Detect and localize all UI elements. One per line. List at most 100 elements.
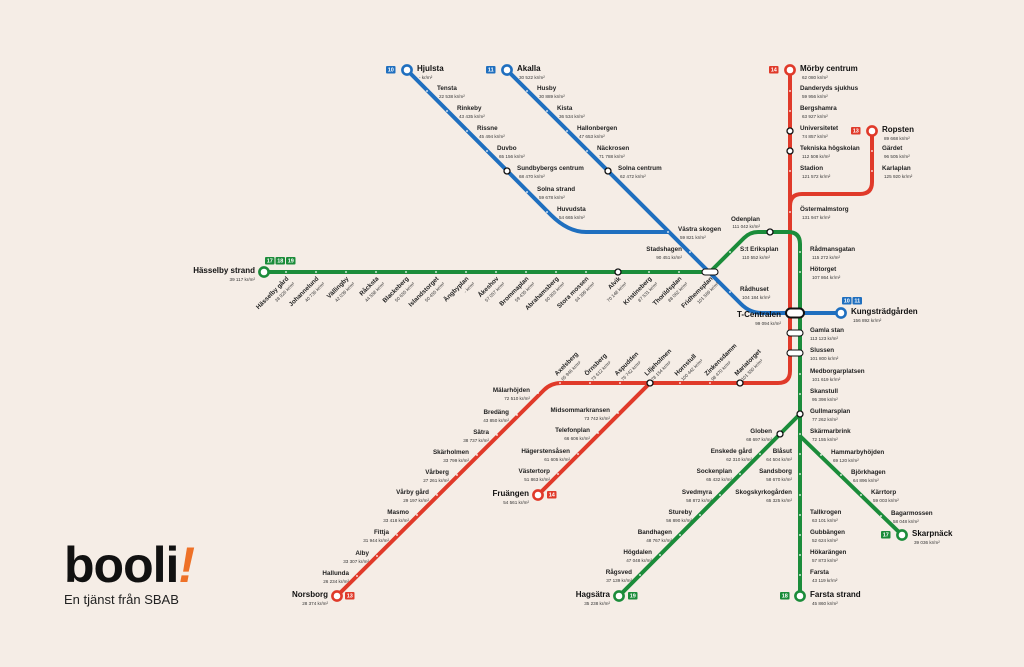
line-badge-number: 18 (782, 594, 788, 600)
station-price: 89 668 kr/m² (884, 136, 910, 141)
station-price: 59 956 kr/m² (802, 94, 828, 99)
station[interactable]: Akalla 30 522 kr/m² (501, 64, 545, 80)
station-name: Akalla (517, 64, 541, 73)
line-badge-number: 13 (347, 594, 353, 600)
station-tick (699, 514, 701, 516)
station-tick (285, 271, 287, 273)
terminus-marker (501, 64, 513, 76)
station-price: 65 325 kr/m² (766, 498, 792, 503)
station-name: Alby (355, 550, 369, 557)
station-price: 62 080 kr/m² (802, 75, 828, 80)
station-price: 64 504 kr/m² (766, 457, 792, 462)
station-tick (546, 211, 548, 213)
interchange-marker (786, 147, 794, 155)
station-price: 30 522 kr/m² (519, 75, 545, 80)
station-tick (516, 414, 518, 416)
station-name: Gubbängen (810, 529, 845, 536)
line-badge-number: 17 (883, 533, 889, 539)
line-badge-11: 11 (486, 66, 496, 74)
station-name: Medborgarplatsen (810, 368, 865, 375)
station-tick (729, 251, 731, 253)
station-tick (648, 271, 650, 273)
station[interactable]: Hjulsta- kr/m² (401, 64, 444, 80)
